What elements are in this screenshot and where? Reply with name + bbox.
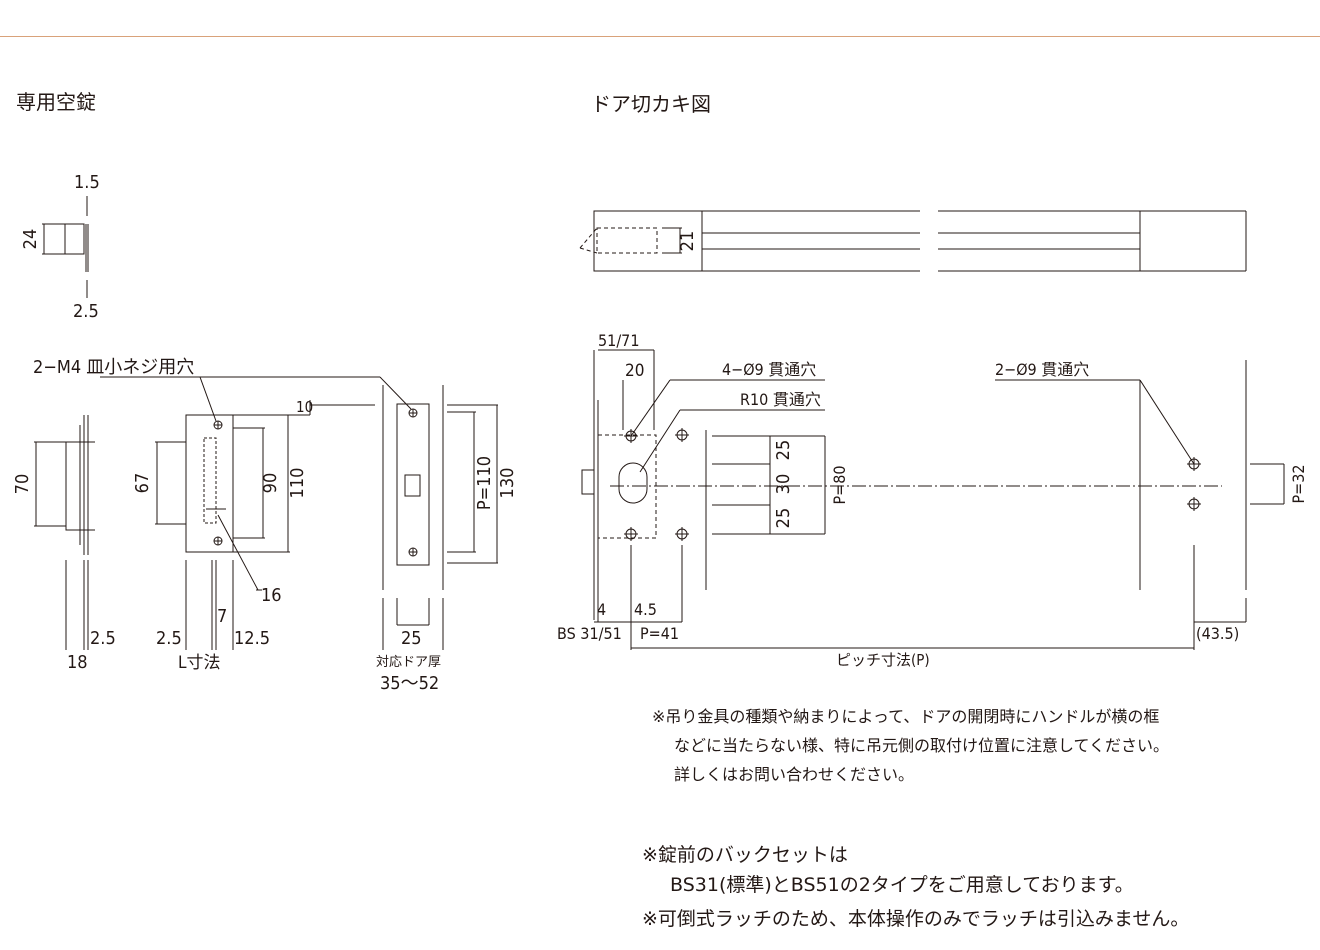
r10-label: R10 貫通穴 (740, 390, 821, 409)
strike-plate-view (100, 376, 498, 650)
dim-25-b: 25 (773, 508, 794, 529)
holes-2-label: 2−Ø9 貫通穴 (995, 360, 1089, 379)
dim-2-5-small: 2.5 (73, 301, 99, 322)
pitch-label: ピッチ寸法(P) (836, 651, 930, 669)
dim-20: 20 (625, 361, 644, 381)
dim-25-a: 25 (773, 440, 794, 461)
dim-p110: P=110 (474, 456, 495, 510)
note-backset-line-2: BS31(標準)とBS51の2タイプをご用意しております。 (670, 874, 1134, 896)
lock-side-view (34, 415, 95, 650)
dim-21: 21 (677, 231, 698, 252)
dim-67: 67 (132, 473, 153, 494)
dim-7: 7 (217, 606, 227, 627)
lock-front-view (155, 400, 375, 650)
dim-2-5-side: 2.5 (90, 628, 116, 649)
dim-p80: P=80 (830, 465, 849, 504)
holes-4-label: 4−Ø9 貫通穴 (722, 360, 816, 379)
top-rule (0, 36, 1320, 37)
dim-1-5: 1.5 (74, 172, 100, 193)
dim-110: 110 (287, 468, 308, 499)
door-thickness-range: 35〜52 (380, 673, 439, 694)
dim-bs-bottom: BS 31/51 (557, 624, 622, 643)
note-hinge-line-1: ※吊り金具の種類や納まりによって、ドアの開閉時にハンドルが横の框 (652, 707, 1160, 726)
cutout-top-view (579, 210, 1247, 272)
dim-2-5-front: 2.5 (156, 628, 182, 649)
dim-16: 16 (261, 585, 282, 606)
dim-10: 10 (296, 398, 313, 416)
section-title-cutout: ドア切カキ図 (591, 92, 711, 116)
dim-p41: P=41 (640, 624, 679, 643)
dim-4: 4 (597, 600, 606, 619)
dim-24: 24 (20, 229, 41, 250)
door-thickness-label: 対応ドア厚 (376, 655, 441, 670)
lock-side-small (42, 196, 89, 298)
dim-25-strike: 25 (401, 628, 422, 649)
note-hinge-line-3: 詳しくはお問い合わせください。 (674, 765, 915, 784)
dim-p32: P=32 (1289, 464, 1308, 503)
note-latch: ※可倒式ラッチのため、本体操作のみでラッチは引込みません。 (642, 908, 1190, 930)
note-hinge-line-2: などに当たらない様、特に吊元側の取付け位置に注意してください。 (674, 736, 1170, 755)
dim-18: 18 (67, 652, 88, 673)
screw-hole-label: 2−M4 皿小ネジ用穴 (33, 357, 194, 378)
cutout-main-view (581, 349, 1285, 650)
note-backset-line-1: ※錠前のバックセットは (642, 844, 848, 866)
dim-bs-top: 51/71 (598, 331, 639, 350)
dim-70: 70 (12, 474, 33, 495)
note-hinge: ※吊り金具の種類や納まりによって、ドアの開閉時にハンドルが横の框 などに当たらな… (652, 702, 1169, 789)
section-title-lock: 専用空錠 (16, 90, 96, 114)
l-dimension-label: L寸法 (178, 653, 221, 673)
dim-4-5: 4.5 (634, 600, 657, 619)
dim-12-5: 12.5 (234, 628, 270, 649)
note-backset: ※錠前のバックセットは BS31(標準)とBS51の2タイプをご用意しております… (642, 840, 1189, 934)
dim-43-5: (43.5) (1196, 624, 1239, 643)
dim-30: 30 (773, 474, 794, 495)
dim-130: 130 (497, 468, 518, 499)
dim-90: 90 (260, 473, 281, 494)
